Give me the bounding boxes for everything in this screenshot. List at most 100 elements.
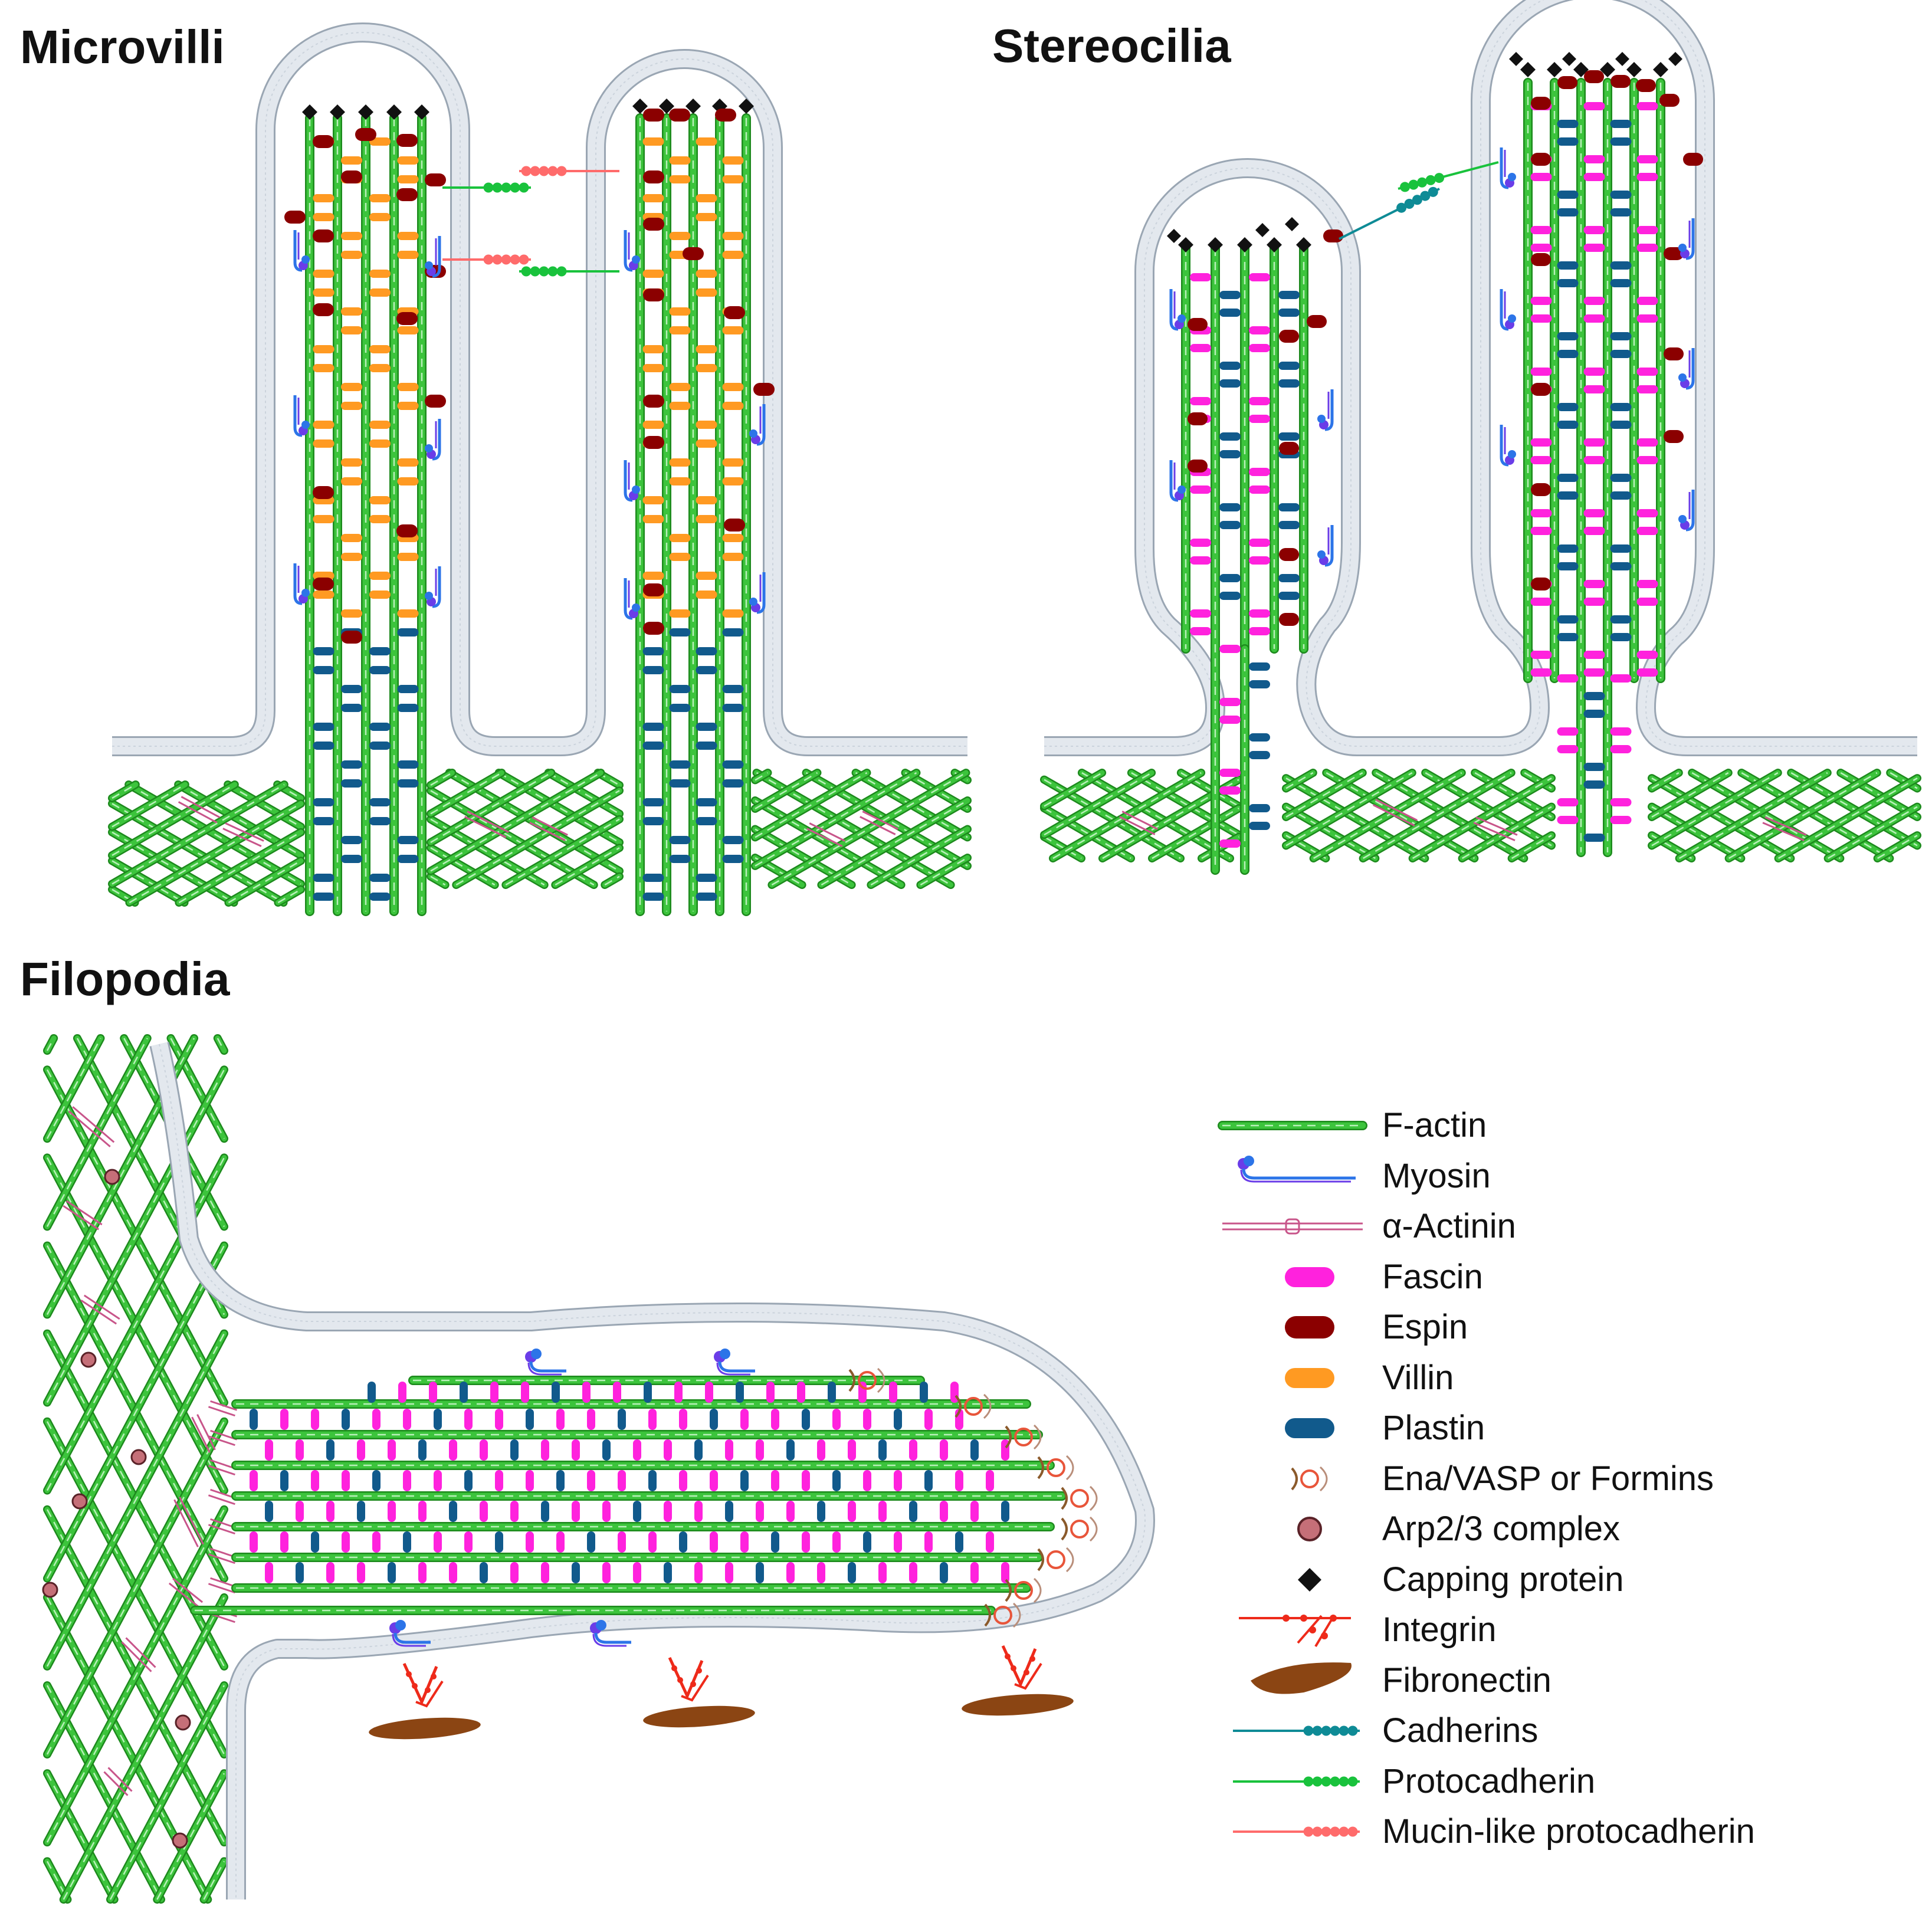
plastin <box>1278 503 1300 511</box>
actin-filament <box>43 1034 152 1231</box>
actin-filament <box>1282 769 1416 850</box>
actin-filament <box>1322 769 1479 862</box>
plastin <box>786 1439 795 1461</box>
legend-label: Fascin <box>1382 1257 1483 1296</box>
arp23-complex <box>80 1351 97 1368</box>
fascin <box>388 1501 396 1522</box>
fascin <box>863 1470 871 1491</box>
fascin <box>1557 798 1579 806</box>
actin-filament <box>427 769 556 847</box>
villin <box>642 345 664 353</box>
actin-filament <box>1648 769 1782 850</box>
legend-label: Myosin <box>1382 1156 1491 1195</box>
plastin <box>357 1501 365 1522</box>
fascin <box>280 1531 288 1553</box>
fascin <box>572 1439 580 1461</box>
capping-protein <box>1208 237 1223 252</box>
legend-item: α-Actinin <box>1215 1201 1923 1252</box>
fascin <box>572 1501 580 1522</box>
fascin <box>986 1531 994 1553</box>
legend-label: Arp2/3 complex <box>1382 1510 1620 1548</box>
plastin <box>403 1531 411 1553</box>
fascin <box>490 1382 498 1403</box>
espin <box>643 436 664 449</box>
plastin <box>449 1501 457 1522</box>
plastin <box>250 1409 258 1430</box>
plastin <box>369 817 391 825</box>
fascin <box>817 1562 825 1583</box>
plastin <box>1557 421 1579 429</box>
capping-protein <box>1267 237 1282 252</box>
integrin <box>1001 1645 1042 1690</box>
plastin <box>541 1501 549 1522</box>
fascin <box>311 1409 319 1430</box>
plastin <box>694 1439 703 1461</box>
villin <box>642 515 664 523</box>
villin <box>397 383 419 391</box>
espin <box>724 306 745 319</box>
espin <box>1683 153 1703 166</box>
villin <box>696 288 717 297</box>
alpha-actinin <box>860 811 898 835</box>
actin-filament <box>1823 802 1921 862</box>
actin-filament <box>1077 769 1235 862</box>
fascin <box>878 1501 887 1522</box>
plastin <box>669 628 691 637</box>
villin <box>669 326 691 334</box>
plastin <box>313 742 334 750</box>
espin <box>1188 460 1208 473</box>
plastin <box>1610 208 1632 216</box>
plastin <box>1219 521 1241 529</box>
actin-filament <box>751 769 822 813</box>
fascin <box>1530 509 1552 517</box>
espin-icon <box>1285 1316 1334 1339</box>
fascin <box>495 1409 503 1430</box>
fascin <box>1249 609 1270 618</box>
plastin <box>326 1439 334 1461</box>
fascin <box>664 1439 672 1461</box>
actin-filament <box>43 1241 228 1583</box>
plastin <box>722 704 744 712</box>
fascin <box>1583 155 1605 163</box>
fascin <box>265 1562 273 1583</box>
plastin <box>828 1382 836 1403</box>
plastin <box>1557 615 1579 624</box>
myosin <box>1169 460 1186 502</box>
villin <box>696 213 717 221</box>
espin <box>1279 548 1299 561</box>
plastin <box>802 1409 810 1430</box>
plastin <box>669 685 691 693</box>
myosin <box>714 1349 755 1376</box>
capping-protein <box>1653 62 1668 77</box>
integrin <box>668 1656 709 1702</box>
villin <box>669 458 691 467</box>
fascin <box>429 1382 437 1403</box>
villin <box>722 232 744 240</box>
capping-protein <box>358 104 373 120</box>
plastin <box>633 1501 641 1522</box>
actin-filament <box>427 769 605 875</box>
plastin <box>1219 592 1241 600</box>
plastin <box>740 1470 749 1491</box>
plastin <box>313 723 334 731</box>
fascin <box>1636 314 1658 323</box>
actin-filament <box>1724 769 1881 862</box>
plastin <box>369 666 391 674</box>
actin-filament <box>1372 769 1528 862</box>
plastin <box>526 1409 534 1430</box>
fascin <box>786 1562 795 1583</box>
fascin <box>342 1531 350 1553</box>
fascin <box>797 1382 805 1403</box>
fibronectin <box>962 1694 1074 1716</box>
actin-filament <box>1309 769 1466 862</box>
fascin <box>1249 273 1270 281</box>
espin <box>715 109 736 122</box>
legend-label: Villin <box>1382 1358 1454 1397</box>
fibronectin <box>643 1705 755 1728</box>
fascin <box>940 1501 948 1522</box>
villin <box>369 270 391 278</box>
fascin <box>1610 745 1632 753</box>
filopodia-title: Filopodia <box>20 953 230 1005</box>
plastin <box>817 1501 825 1522</box>
plastin <box>1278 432 1300 441</box>
